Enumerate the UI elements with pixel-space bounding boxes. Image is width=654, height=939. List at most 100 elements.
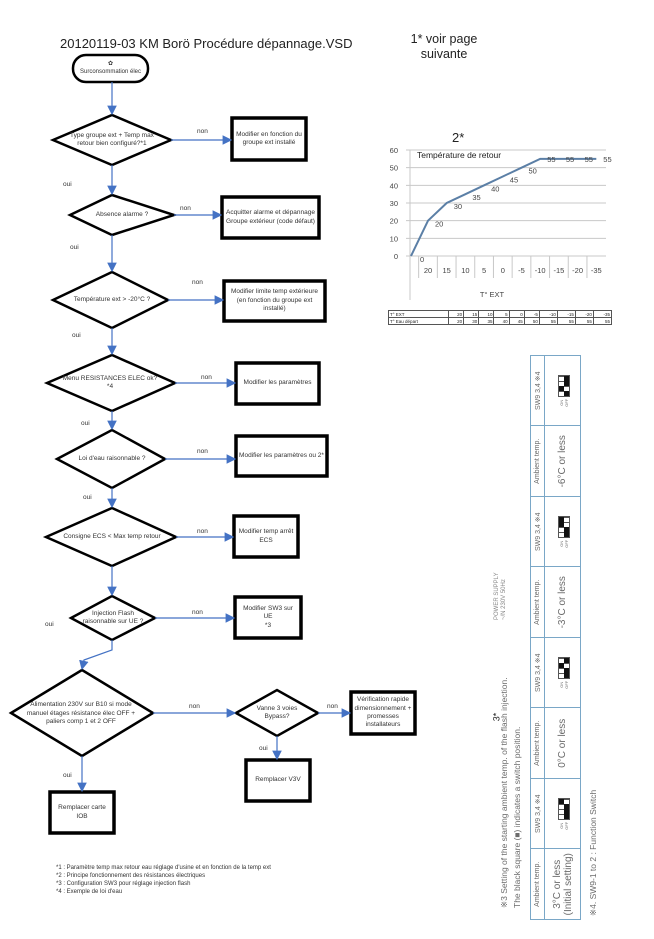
no-label: non bbox=[197, 528, 208, 535]
header-sw9: SW9 3,4 ※4 bbox=[530, 355, 545, 426]
chart-table-cell: 5 bbox=[493, 310, 510, 318]
chart-table-cell: 40 bbox=[493, 317, 510, 325]
document-title: 20120119-03 KM Borö Procédure dépannage.… bbox=[60, 36, 353, 51]
decision-5-text: Loi d'eau raisonnable ? bbox=[78, 454, 146, 462]
data-label: 55 bbox=[566, 155, 574, 164]
action-2-text: Acquitter alarme et dépannage Groupe ext… bbox=[226, 209, 315, 225]
chart-table-cell: -15 bbox=[556, 310, 576, 318]
y-tick-label: 50 bbox=[390, 164, 398, 173]
yes-label: oui bbox=[259, 745, 268, 752]
chart-table-cell: 55 bbox=[556, 317, 576, 325]
data-label: 50 bbox=[529, 167, 537, 176]
action-8-text: Remplacer carte IOB bbox=[58, 804, 106, 820]
decision-9-text: Vanne 3 voies Bypass? bbox=[256, 704, 298, 720]
chart-table-cell: -5 bbox=[523, 310, 540, 318]
no-label: non bbox=[192, 279, 203, 286]
yes-label: oui bbox=[70, 244, 79, 251]
header-ambient-temp: Ambient temp. bbox=[530, 567, 545, 638]
action-3-text: Modifier limite temp extérieure (en fonc… bbox=[230, 288, 319, 313]
data-label: 0 bbox=[420, 255, 424, 264]
x-axis-label: T° EXT bbox=[480, 290, 505, 299]
y-tick-label: 10 bbox=[390, 234, 398, 243]
footnote: *4 : Exemple de loi d'eau bbox=[56, 889, 123, 896]
decision-6-text: Consigne ECS < Max temp retour bbox=[63, 532, 161, 540]
data-label: 30 bbox=[454, 202, 462, 211]
data-label: 35 bbox=[472, 193, 480, 202]
sw-footer: ※4. SW9-1 to 2 : Function Switch bbox=[588, 789, 598, 916]
action-4-text: Modifier les paramètres bbox=[243, 379, 312, 387]
chart-table-cell: 55 bbox=[592, 317, 613, 325]
yes-label: oui bbox=[83, 494, 92, 501]
chart-table-cell: T° EXT bbox=[388, 310, 449, 318]
chart-table-cell: 55 bbox=[574, 317, 594, 325]
no-label: non bbox=[197, 448, 208, 455]
y-tick-label: 60 bbox=[390, 146, 398, 155]
ambient-temp-value: -3°C or less bbox=[544, 567, 581, 638]
no-label: non bbox=[192, 609, 203, 616]
decision-4-text: Menu RESISTANCES ELEC ok? *4 bbox=[62, 374, 158, 390]
chart-table-cell: -10 bbox=[538, 310, 558, 318]
x-tick-label: -10 bbox=[535, 266, 546, 275]
chart-table-cell: 55 bbox=[538, 317, 558, 325]
start-terminal bbox=[71, 53, 150, 84]
chart-table-cell: 20 bbox=[447, 317, 465, 325]
decision-8-text: Alimentation 230V sur B10 si mode manuel… bbox=[26, 701, 136, 726]
chart-table-cell: 10 bbox=[478, 310, 495, 318]
footnote: *3 : Configuration SW3 pour réglage inje… bbox=[56, 881, 191, 888]
header-sw9: SW9 3,4 ※4 bbox=[530, 496, 545, 567]
x-tick-label: -20 bbox=[572, 266, 583, 275]
no-label: non bbox=[180, 205, 191, 212]
header-ambient-temp: Ambient temp. bbox=[530, 708, 545, 779]
decision-1-text: Type groupe ext + Temp max retour bien c… bbox=[70, 131, 154, 147]
start-label: Surconsommation élec bbox=[79, 69, 142, 75]
footnote: *1 : Paramètre temp max retour eau régla… bbox=[56, 865, 271, 871]
x-tick-label: 10 bbox=[461, 266, 469, 275]
start-terminal-label: ✿Surconsommation élec bbox=[73, 57, 148, 81]
chart-table-cell: 45 bbox=[508, 317, 525, 325]
chart-table-cell: 20 bbox=[447, 310, 465, 318]
yes-label: oui bbox=[81, 420, 90, 427]
chart-marker: 2* bbox=[452, 130, 465, 145]
series-line bbox=[410, 157, 597, 257]
caption-line: ※3 Setting of the starting ambient temp.… bbox=[499, 677, 509, 908]
chart-table-cell: 0 bbox=[508, 310, 525, 318]
decision-3-text: Température ext > -20°C ? bbox=[73, 295, 151, 303]
yes-label: oui bbox=[63, 772, 72, 779]
action-5-text: Modifier les paramètres ou 2* bbox=[239, 451, 324, 459]
power-supply-label: POWER SUPPLY ~/N 230V 50Hz bbox=[494, 572, 508, 620]
action-6-text: Modifier temp arrêt ECS bbox=[238, 528, 294, 544]
header-sw9: SW9 3,4 ※4 bbox=[530, 778, 545, 849]
data-label: 55 bbox=[603, 155, 611, 164]
x-tick-label: -5 bbox=[518, 266, 525, 275]
x-tick-label: 20 bbox=[424, 266, 432, 275]
decision-2-text: Absence alarme ? bbox=[95, 210, 149, 218]
decision-7-text: Injection Flash raisonnable sur UE ? bbox=[82, 609, 144, 625]
no-label: non bbox=[189, 703, 200, 710]
y-tick-label: 30 bbox=[390, 199, 398, 208]
chart-table-cell: T° Eau départ bbox=[388, 317, 449, 325]
action-10-text: Remplacer V3V bbox=[255, 776, 301, 784]
chart-table-cell: 35 bbox=[478, 317, 495, 325]
chart-table-cell: -20 bbox=[574, 310, 594, 318]
ambient-temp-value: 0°C or less bbox=[544, 708, 581, 779]
data-label: 55 bbox=[547, 155, 555, 164]
data-label: 55 bbox=[585, 155, 593, 164]
footnotes: *1 : Paramètre temp max retour eau régla… bbox=[56, 864, 271, 896]
data-label: 20 bbox=[435, 220, 443, 229]
no-label: non bbox=[201, 374, 212, 381]
data-label: 45 bbox=[510, 176, 518, 185]
no-label: non bbox=[197, 128, 208, 135]
ambient-temp-value: -6°C or less bbox=[544, 426, 581, 497]
chart-table-cell: -35 bbox=[592, 310, 613, 318]
